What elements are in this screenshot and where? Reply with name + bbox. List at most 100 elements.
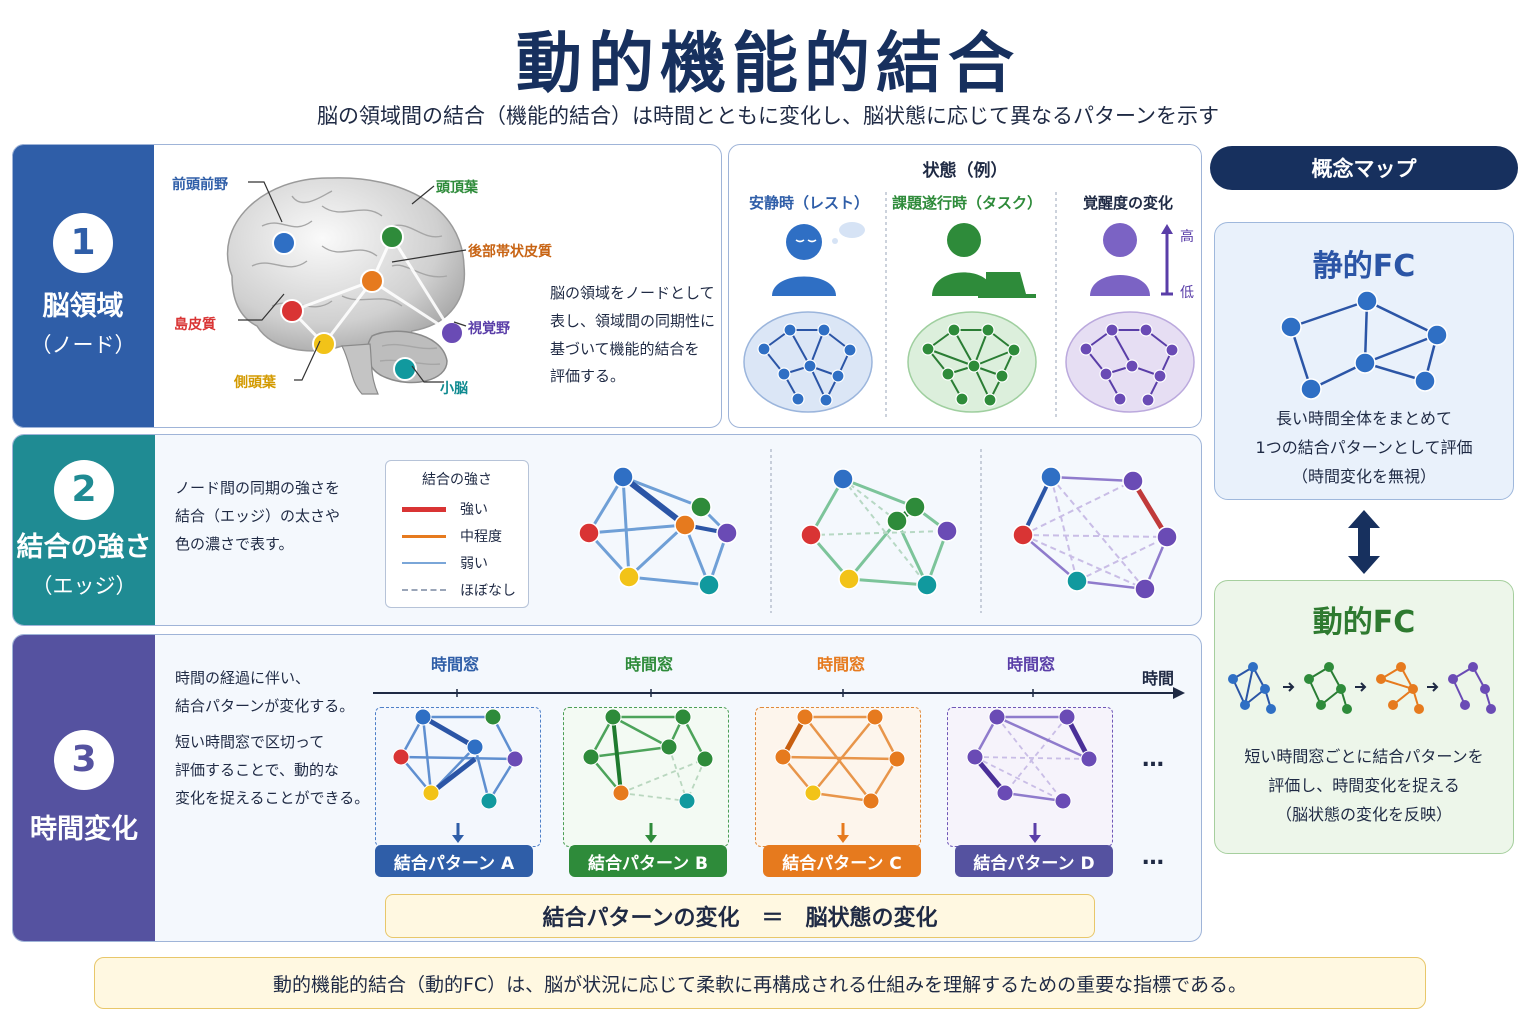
pattern-b-badge: 結合パターン B bbox=[569, 845, 727, 877]
window-label-3: 時間窓 bbox=[816, 655, 865, 674]
edge-networks bbox=[578, 449, 1178, 613]
time-axis-label: 時間 bbox=[1141, 669, 1174, 688]
legend-medium: 中程度 bbox=[402, 526, 502, 546]
section2-sub: （エッジ） bbox=[31, 574, 137, 599]
thought-bubble-icon bbox=[839, 222, 865, 238]
state-rest-label: 安静時（レスト） bbox=[748, 194, 869, 212]
window-box-4 bbox=[947, 707, 1113, 847]
time-axis bbox=[373, 687, 1185, 699]
section2-label: 2 結合の強さ （エッジ） bbox=[13, 435, 155, 625]
node-visual bbox=[440, 321, 464, 345]
brain-network-rest bbox=[743, 311, 873, 413]
section2-number: 2 bbox=[54, 459, 114, 520]
window-network-b bbox=[582, 708, 714, 810]
page-title: 動的機能的結合 bbox=[516, 25, 1020, 102]
state-task-label: 課題遂行時（タスク） bbox=[891, 194, 1042, 212]
section3-description-1: 時間の経過に伴い、 結合パターンが変化する。 bbox=[175, 669, 355, 715]
section3-title: 時間変化 bbox=[30, 813, 138, 845]
page-subtitle: 脳の領域間の結合（機能的結合）は時間とともに変化し、脳状態に応じて異なるパターン… bbox=[317, 104, 1219, 128]
brain-illustration bbox=[226, 177, 466, 395]
section1-sub: （ノード） bbox=[30, 333, 136, 358]
static-fc-title: 静的FC bbox=[1312, 249, 1416, 284]
label-temporal: 側頭葉 bbox=[234, 375, 276, 391]
legend-title: 結合の強さ bbox=[422, 472, 492, 488]
pattern-c-badge: 結合パターン C bbox=[763, 845, 921, 877]
person-task-icon bbox=[932, 223, 1036, 298]
states-illustration bbox=[743, 192, 1195, 418]
states-title: 状態（例） bbox=[922, 161, 1008, 181]
mini-network-green bbox=[1304, 662, 1352, 714]
section3-description-2: 短い時間窓で区切って 評価することで、動的な 変化を捉えることができる。 bbox=[175, 733, 370, 807]
arrow-icon-2 bbox=[1355, 682, 1367, 692]
window-networks bbox=[392, 708, 1098, 810]
person-arousal-icon bbox=[1090, 223, 1150, 296]
arrow-icon-1 bbox=[1283, 682, 1295, 692]
equation-banner: 結合パターンの変化 ＝ 脳状態の変化 bbox=[385, 894, 1095, 938]
label-cerebellum: 小脳 bbox=[440, 381, 468, 397]
legend-weak: 弱い bbox=[402, 553, 488, 573]
label-cingulate: 後部帯状皮質 bbox=[468, 244, 552, 260]
label-insula: 島皮質 bbox=[174, 317, 216, 333]
mini-network-orange bbox=[1376, 662, 1424, 714]
legend-strong: 強い bbox=[402, 499, 488, 519]
ellipsis-windows: … bbox=[1142, 747, 1164, 772]
window-network-a bbox=[392, 708, 524, 810]
static-fc-description: 長い時間全体をまとめて 1つの結合パターンとして評価 （時間変化を無視） bbox=[1255, 409, 1473, 486]
ellipsis-patterns: … bbox=[1142, 845, 1164, 870]
section-brain-regions: 1 脳領域 （ノード） bbox=[12, 144, 1202, 428]
window-label-1: 時間窓 bbox=[430, 655, 479, 674]
section3-label: 3 時間変化 bbox=[13, 635, 155, 941]
footer-summary: 動的機能的結合（動的FC）は、脳が状況に応じて柔軟に再構成される仕組みを理解する… bbox=[94, 957, 1426, 1009]
section1-description: 脳の領域をノードとして 表し、領域間の同期性に 基づいて機能的結合を 評価する。 bbox=[550, 284, 716, 386]
window-network-d bbox=[966, 708, 1098, 810]
person-rest-icon bbox=[772, 224, 836, 296]
network-strong bbox=[578, 466, 738, 596]
brainstem-shape bbox=[341, 343, 379, 395]
double-arrow-icon bbox=[1348, 510, 1380, 574]
section1-title: 脳領域 bbox=[42, 290, 124, 322]
network-medium bbox=[800, 468, 958, 596]
dynamic-fc-box: 動的FC 短い時間窓ごとに結合パターンを 評価し、時間変化を捉える （脳状態の変… bbox=[1214, 580, 1514, 854]
label-prefrontal: 前頭前野 bbox=[172, 177, 228, 193]
dynamic-fc-description: 短い時間窓ごとに結合パターンを 評価し、時間変化を捉える （脳状態の変化を反映） bbox=[1244, 747, 1484, 824]
mini-network-purple bbox=[1448, 662, 1496, 714]
brain-label-leaders bbox=[238, 181, 467, 383]
network-weak bbox=[1012, 466, 1178, 600]
dynamic-fc-title: 動的FC bbox=[1312, 605, 1416, 640]
window-down-arrows bbox=[452, 823, 1041, 843]
static-fc-box: 静的FC 長い時間全体をまとめて 1つの結合パターンとして評価 （時間変化を無視… bbox=[1214, 222, 1514, 500]
section2-title: 結合の強さ bbox=[16, 531, 152, 563]
mini-network-blue bbox=[1228, 662, 1276, 714]
label-parietal: 頭頂葉 bbox=[436, 180, 478, 196]
section1-number: 1 bbox=[53, 212, 113, 273]
concept-map-header: 概念マップ bbox=[1210, 146, 1518, 190]
brain-panel bbox=[12, 144, 722, 428]
arousal-high-label: 高 bbox=[1180, 229, 1194, 245]
brain-network-task bbox=[907, 311, 1037, 413]
section-edge-strength: 2 結合の強さ （エッジ） ノード間の同期の強さを 結合（エッジ）の太さや 色の… bbox=[12, 434, 1202, 626]
node-prefrontal bbox=[272, 231, 296, 255]
node-cerebellum bbox=[393, 357, 417, 381]
window-label-4: 時間窓 bbox=[1006, 655, 1055, 674]
node-cingulate bbox=[360, 269, 384, 293]
section2-description: ノード間の同期の強さを 結合（エッジ）の太さや 色の濃さで表す。 bbox=[175, 479, 341, 553]
section3-number: 3 bbox=[54, 729, 114, 790]
section-time-variation: 3 時間変化 時間の経過に伴い、 結合パターンが変化する。 短い時間窓で区切って… bbox=[12, 634, 1202, 942]
legend-none: ほぼなし bbox=[402, 580, 516, 600]
dynamic-fc-sequence bbox=[1228, 662, 1496, 714]
static-fc-network bbox=[1280, 290, 1448, 400]
state-arousal-label: 覚醒度の変化 bbox=[1082, 194, 1173, 212]
window-label-2: 時間窓 bbox=[624, 655, 673, 674]
pattern-d-badge: 結合パターン D bbox=[955, 845, 1113, 877]
edge-strength-legend: 結合の強さ 強い 中程度 弱い ほぼなし bbox=[385, 460, 529, 608]
pattern-a-badge: 結合パターン A bbox=[375, 845, 533, 877]
window-network-c bbox=[774, 708, 906, 810]
node-insula bbox=[280, 299, 304, 323]
brain-network-arousal bbox=[1065, 311, 1195, 413]
arousal-low-label: 低 bbox=[1180, 285, 1194, 301]
section1-label: 1 脳領域 （ノード） bbox=[12, 144, 154, 428]
label-visual: 視覚野 bbox=[468, 321, 510, 337]
arrow-icon-3 bbox=[1427, 682, 1439, 692]
node-parietal bbox=[380, 225, 404, 249]
node-temporal bbox=[312, 332, 336, 356]
